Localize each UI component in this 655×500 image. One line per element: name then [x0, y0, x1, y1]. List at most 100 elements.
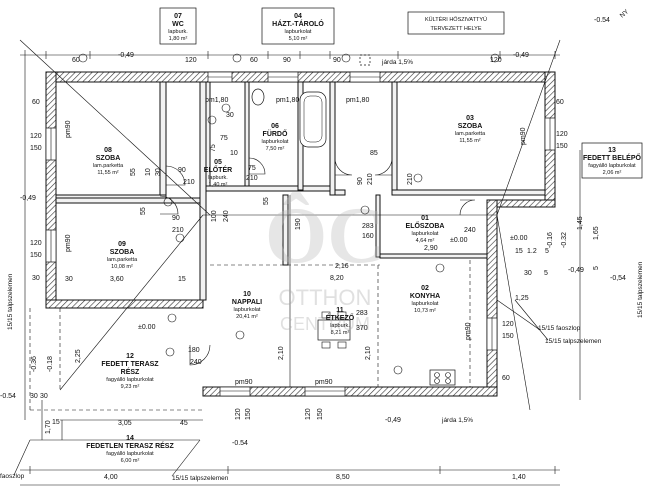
- svg-text:30: 30: [32, 275, 40, 282]
- room-area-09: 10,08 m²: [111, 264, 133, 270]
- room-name2-12: RÉSZ: [121, 367, 140, 376]
- svg-text:60: 60: [250, 57, 258, 64]
- svg-text:120: 120: [490, 57, 502, 64]
- level-zero-1: ±0.00: [138, 324, 156, 331]
- room-area-11: 8,21 m²: [331, 330, 350, 336]
- room-floor-02: lapburkolat: [412, 301, 439, 307]
- level-m016: -0.16: [547, 232, 554, 248]
- level-left-bottom: -0.54: [0, 393, 16, 400]
- svg-text:5: 5: [544, 270, 548, 277]
- room-num-01: 01: [421, 215, 429, 222]
- room-area-04: 5,10 m²: [289, 36, 308, 42]
- svg-text:120: 120: [502, 321, 514, 328]
- svg-text:60: 60: [502, 375, 510, 382]
- circled-markers: [78, 53, 500, 375]
- room-floor-14: fagyálló lapburkolat: [106, 451, 154, 457]
- svg-text:90: 90: [333, 57, 341, 64]
- room-name-13: FEDETT BELÉPŐ: [583, 153, 642, 162]
- level-right-2: -0,54: [610, 275, 626, 282]
- room-num-12: 12: [126, 353, 134, 360]
- room-num-02: 02: [421, 285, 429, 292]
- room-floor-01: lapburkolat: [412, 231, 439, 237]
- svg-text:55: 55: [130, 168, 137, 176]
- level-left: -0,49: [20, 195, 36, 202]
- svg-text:120: 120: [235, 408, 242, 420]
- svg-text:10: 10: [145, 168, 152, 176]
- footing-left-note: 15/15 talpszelemen: [7, 273, 14, 330]
- svg-text:120: 120: [185, 57, 197, 64]
- watermark-line2: CENTRUM: [280, 314, 370, 334]
- svg-text:100: 100: [211, 210, 218, 222]
- room-name-09: SZOBA: [110, 249, 135, 256]
- svg-text:75: 75: [220, 135, 228, 142]
- room-name-14: FEDETLEN TERASZ RÉSZ: [86, 441, 174, 450]
- svg-text:150: 150: [556, 143, 568, 150]
- svg-text:30: 30: [40, 393, 48, 400]
- room-area-05: 1,40 m²: [209, 182, 228, 188]
- svg-text:pm90: pm90: [465, 322, 472, 340]
- svg-text:75: 75: [248, 165, 256, 172]
- level-m018: -0.18: [47, 356, 54, 372]
- room-floor-12: fagyálló lapburkolat: [106, 377, 154, 383]
- room-labels: 07 WC lapburk. 1,80 m² 04 HÁZT.-TÁROLÓ l…: [86, 7, 643, 464]
- room-floor-03: lam.parketta: [455, 131, 486, 137]
- room-num-14: 14: [126, 435, 134, 442]
- level-top-corner: -0.54: [594, 17, 610, 24]
- room-area-13: 2,06 m²: [603, 170, 622, 176]
- svg-text:30: 30: [226, 112, 234, 119]
- room-num-06: 06: [271, 123, 279, 130]
- svg-text:283: 283: [356, 310, 368, 317]
- footing-bottom-note: 15/15 talpszelemen: [172, 475, 229, 482]
- svg-text:210: 210: [407, 173, 414, 185]
- room-area-03: 11,55 m²: [459, 138, 480, 144]
- svg-text:pm90: pm90: [235, 379, 253, 386]
- wood-post-left-note: faoszlop: [0, 473, 25, 480]
- watermark: ÔC OTTHON CENTRUM: [265, 192, 385, 334]
- level-bottom: -0,49: [385, 417, 401, 424]
- svg-text:210: 210: [172, 227, 184, 234]
- svg-text:1.2: 1.2: [527, 248, 537, 255]
- room-name-01: ELŐSZOBA: [406, 221, 445, 230]
- svg-text:150: 150: [30, 252, 42, 259]
- svg-text:210: 210: [246, 175, 258, 182]
- room-name-06: FÜRDŐ: [263, 129, 288, 138]
- room-area-07: 1,80 m²: [169, 36, 188, 42]
- room-num-07: 07: [174, 13, 182, 20]
- room-name-04: HÁZT.-TÁROLÓ: [272, 19, 324, 28]
- svg-text:1,45: 1,45: [577, 216, 584, 230]
- svg-text:15: 15: [515, 248, 523, 255]
- room-area-06: 7,50 m²: [266, 146, 285, 152]
- room-num-04: 04: [294, 13, 302, 20]
- svg-text:3,60: 3,60: [110, 276, 124, 283]
- svg-text:60: 60: [32, 99, 40, 106]
- room-floor-07: lapburk.: [168, 29, 188, 35]
- svg-text:pm1,80: pm1,80: [205, 97, 228, 104]
- room-area-10: 20,41 m²: [236, 314, 258, 320]
- dimension-texts: 60 120 60 90 90 120 60 120 150 120 150 3…: [30, 57, 600, 481]
- room-floor-04: lapburkolat: [285, 29, 312, 35]
- svg-text:30: 30: [524, 270, 532, 277]
- level-right-1: -0,49: [568, 267, 584, 274]
- svg-text:30: 30: [155, 168, 162, 176]
- svg-text:2,90: 2,90: [424, 245, 438, 252]
- svg-text:pm90: pm90: [65, 234, 72, 252]
- svg-text:240: 240: [464, 227, 476, 234]
- fixtures: [221, 88, 471, 387]
- svg-text:150: 150: [30, 145, 42, 152]
- svg-text:15: 15: [52, 419, 60, 426]
- sidewalk-bottom: járda 1,5%: [441, 417, 473, 424]
- room-name-05: ELŐTÉR: [204, 165, 232, 174]
- svg-text:2,10: 2,10: [278, 346, 285, 360]
- svg-text:120: 120: [30, 133, 42, 140]
- svg-text:150: 150: [245, 408, 252, 420]
- room-floor-11: lapburk.: [330, 323, 350, 329]
- svg-text:210: 210: [367, 173, 374, 185]
- sidewalk-top: járda 1,5%: [381, 59, 413, 66]
- room-name-12: FEDETT TERASZ: [101, 361, 159, 368]
- room-name-02: KONYHA: [410, 293, 440, 300]
- room-name-03: SZOBA: [458, 123, 483, 130]
- svg-text:45: 45: [180, 420, 188, 427]
- svg-text:370: 370: [356, 325, 368, 332]
- svg-text:85: 85: [370, 150, 378, 157]
